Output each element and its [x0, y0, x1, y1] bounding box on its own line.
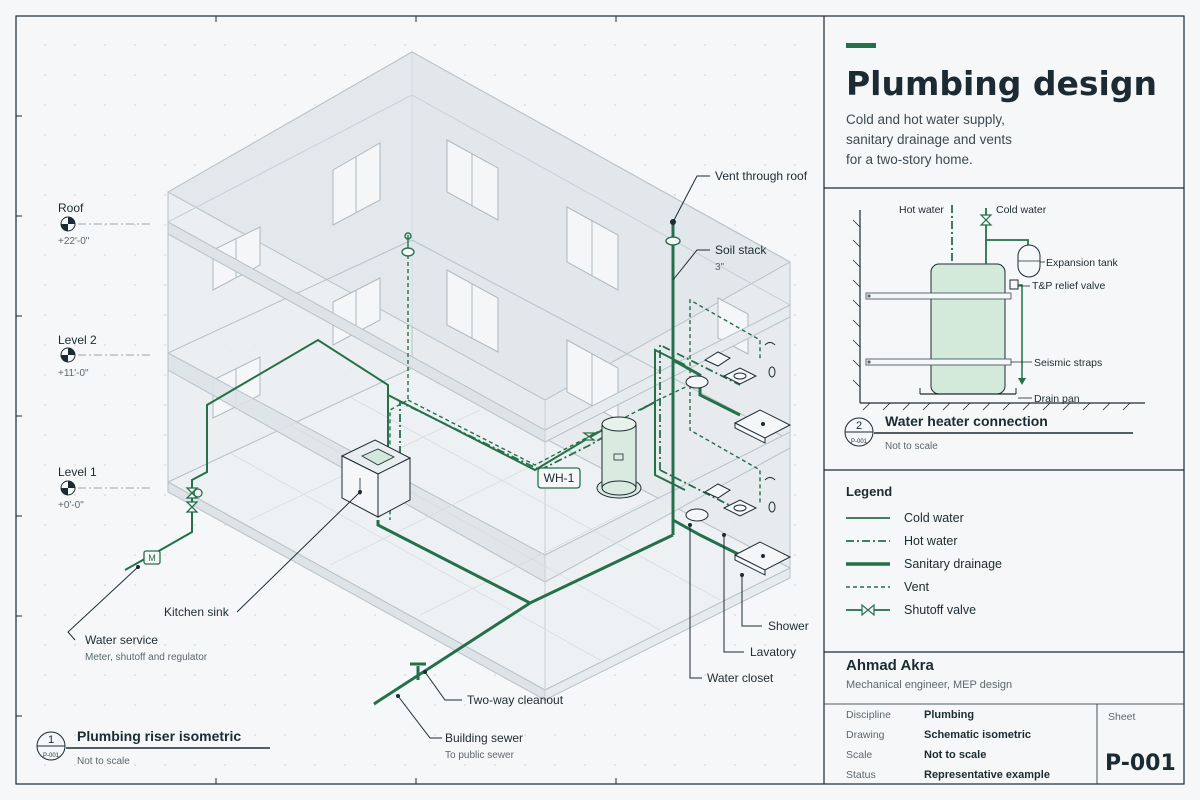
callout-water-closet: Water closet: [707, 671, 774, 685]
level-name-roof: Roof: [58, 201, 84, 215]
view-2-title: [844, 417, 1133, 447]
title-accent-bar: [846, 43, 876, 48]
callout-building-sewer: Building sewer: [445, 731, 523, 745]
building-isometric: [166, 51, 792, 701]
detail-seismic-straps-label: Seismic straps: [1034, 357, 1102, 369]
description-line-1: Cold and hot water supply,: [846, 112, 1005, 127]
tb-label-drawing: Drawing: [846, 729, 885, 741]
view-2-title-text: Water heater connection: [885, 413, 1048, 429]
level-marker-level-2: [60, 347, 150, 363]
leader-lines: [67, 175, 762, 739]
view-2-scale: Not to scale: [885, 441, 938, 452]
legend-swatch-shutoff-valve: [846, 603, 890, 617]
level-name-level-2: Level 2: [58, 333, 97, 347]
callout-cleanout: Two-way cleanout: [467, 693, 564, 707]
fixtures-level-2: [685, 342, 792, 444]
view-1-title: [36, 731, 270, 761]
legend-item-shutoff-valve: Shutoff valve: [904, 603, 976, 617]
description-line-2: sanitary drainage and vents: [846, 132, 1012, 147]
border-ticks: [16, 16, 617, 784]
callout-water-service: Water service: [85, 633, 158, 647]
tb-sheet-label: Sheet: [1108, 711, 1136, 723]
tb-label-scale: Scale: [846, 749, 872, 761]
tb-value-status: Representative example: [924, 769, 1050, 781]
level-marker-level-1: [60, 480, 150, 496]
view-2-number: 2: [856, 420, 862, 432]
legend-swatches: [846, 517, 890, 617]
sheet-border: [15, 15, 1185, 785]
leader-dots: [136, 490, 744, 698]
level-name-level-1: Level 1: [58, 465, 97, 479]
water-heater-tag-box: [537, 467, 581, 489]
water-heater-tag: WH-1: [544, 471, 575, 485]
detail-tp-valve-label: T&P relief valve: [1032, 280, 1105, 292]
tb-value-discipline: Plumbing: [924, 709, 974, 721]
view-1-scale: Not to scale: [77, 756, 130, 767]
legend-title: Legend: [846, 484, 892, 499]
meter-tag: M: [148, 553, 156, 563]
vent-terminal-icon: [401, 247, 415, 257]
level-marker-roof: [60, 216, 150, 232]
legend-item-cold-water: Cold water: [904, 511, 964, 525]
level-elevation-level-2: +11'-0": [58, 368, 89, 379]
vent-terminal-icon: [665, 236, 681, 246]
view-1-number: 1: [48, 734, 54, 746]
water-meter-icon: [143, 550, 161, 565]
description-line-3: for a two-story home.: [846, 152, 973, 167]
callout-kitchen-sink: Kitchen sink: [164, 605, 230, 619]
detail-drain-pan-label: Drain pan: [1034, 393, 1080, 405]
tb-sheet-number: P-001: [1105, 751, 1176, 776]
kitchen-sink-icon: [340, 439, 412, 518]
fixtures-level-1: [685, 477, 792, 576]
callout-lavatory: Lavatory: [750, 645, 796, 659]
level-elevation-roof: +22'-0": [58, 236, 90, 247]
detail-expansion-tank-label: Expansion tank: [1046, 257, 1119, 269]
tb-label-status: Status: [846, 769, 876, 781]
callout-shower: Shower: [768, 619, 809, 633]
tb-label-discipline: Discipline: [846, 709, 891, 721]
level-markers: [60, 216, 150, 496]
callout-water-service-note: Meter, shutoff and regulator: [85, 652, 208, 663]
callout-soil-stack: Soil stack: [715, 243, 767, 257]
legend-item-sanitary-drainage: Sanitary drainage: [904, 557, 1002, 571]
author-role: Mechanical engineer, MEP design: [846, 679, 1012, 691]
panel-dividers: [823, 16, 1184, 784]
water-heater-detail: [852, 205, 1145, 411]
view-2-sheet-ref: P-001: [851, 439, 868, 445]
tb-value-scale: Not to scale: [924, 749, 986, 761]
level-elevation-level-1: +0'-0": [58, 500, 84, 511]
author-name: Ahmad Akra: [846, 657, 934, 674]
legend-item-vent: Vent: [904, 580, 930, 594]
detail-hot-water-label: Hot water: [899, 204, 944, 216]
water-heater-icon: [596, 416, 642, 499]
view-1-title-text: Plumbing riser isometric: [77, 728, 241, 744]
callout-building-sewer-note: To public sewer: [445, 750, 515, 761]
callout-vent-roof: Vent through roof: [715, 169, 808, 183]
detail-cold-water-label: Cold water: [996, 204, 1047, 216]
callout-soil-stack-size: 3": [715, 262, 725, 273]
page-title: Plumbing design: [846, 64, 1157, 103]
tb-value-drawing: Schematic isometric: [924, 729, 1031, 741]
view-1-sheet-ref: P-001: [43, 753, 60, 759]
legend-item-hot-water: Hot water: [904, 534, 958, 548]
